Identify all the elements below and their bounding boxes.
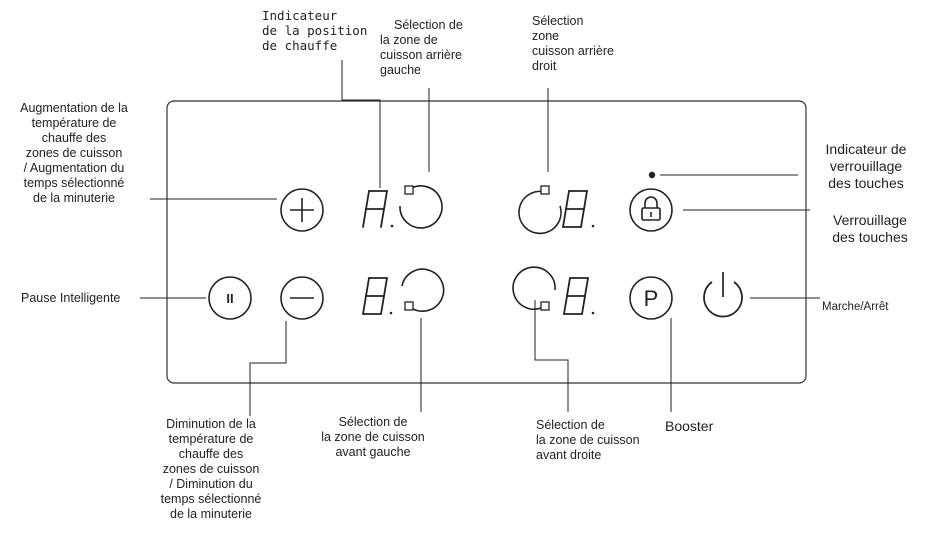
label-pause: Pause Intelligente	[21, 291, 121, 305]
label-selection-arriere-gauche: Sélection de la zone de cuisson arrière …	[380, 18, 463, 77]
leader-diminution	[249, 321, 287, 416]
zone-front-left-button[interactable]	[401, 268, 445, 312]
zone-rear-left-button[interactable]	[399, 185, 443, 229]
label-indicateur-verrouillage: Indicateur de verrouillage des touches	[825, 141, 907, 191]
label-marche-arret: Marche/Arrêt	[822, 301, 889, 313]
label-selection-avant-gauche: Sélection de la zone de cuisson avant ga…	[321, 415, 425, 459]
zone-rear-right-button[interactable]	[518, 185, 562, 235]
zone-rear-right-indicator	[540, 185, 550, 195]
power-icon	[703, 281, 743, 318]
label-augmentation: Augmentation de la température de chauff…	[20, 101, 128, 205]
heat-display-rear-right	[562, 190, 595, 228]
plus-button[interactable]	[280, 188, 324, 232]
label-selection-avant-droite: Sélection de la zone de cuisson avant dr…	[536, 418, 640, 462]
label-indicateur-position: Indicateur de la position de chauffe	[262, 8, 368, 53]
zone-front-left-indicator	[404, 301, 414, 311]
heat-display-front-right	[563, 277, 595, 315]
pause-icon: II	[226, 291, 233, 306]
leader-selection-avant-droite	[534, 300, 569, 412]
label-diminution: Diminution de la température de chauffe …	[160, 417, 262, 521]
zone-front-right-indicator	[540, 301, 550, 311]
lock-indicator-dot	[648, 171, 656, 179]
label-booster: Booster	[665, 418, 714, 434]
booster-icon: P	[644, 286, 659, 311]
leader-indicateur-position	[341, 60, 381, 188]
label-selection-arriere-droit: Sélection zone cuisson arrière droit	[532, 14, 614, 73]
lock-button[interactable]	[629, 188, 673, 232]
touch-panel	[166, 100, 807, 384]
pause-button[interactable]: II	[208, 276, 252, 320]
zone-front-right-button[interactable]	[512, 266, 556, 311]
power-button[interactable]	[700, 272, 746, 321]
zone-rear-left-indicator	[404, 185, 414, 195]
label-verrouillage: Verrouillage des touches	[832, 212, 908, 245]
minus-button[interactable]	[280, 276, 324, 320]
leader-lines	[140, 60, 820, 416]
lock-icon	[641, 196, 661, 221]
heat-display-front-left	[362, 277, 393, 315]
booster-button[interactable]: P	[629, 276, 673, 320]
heat-display-rear-left	[362, 190, 394, 228]
